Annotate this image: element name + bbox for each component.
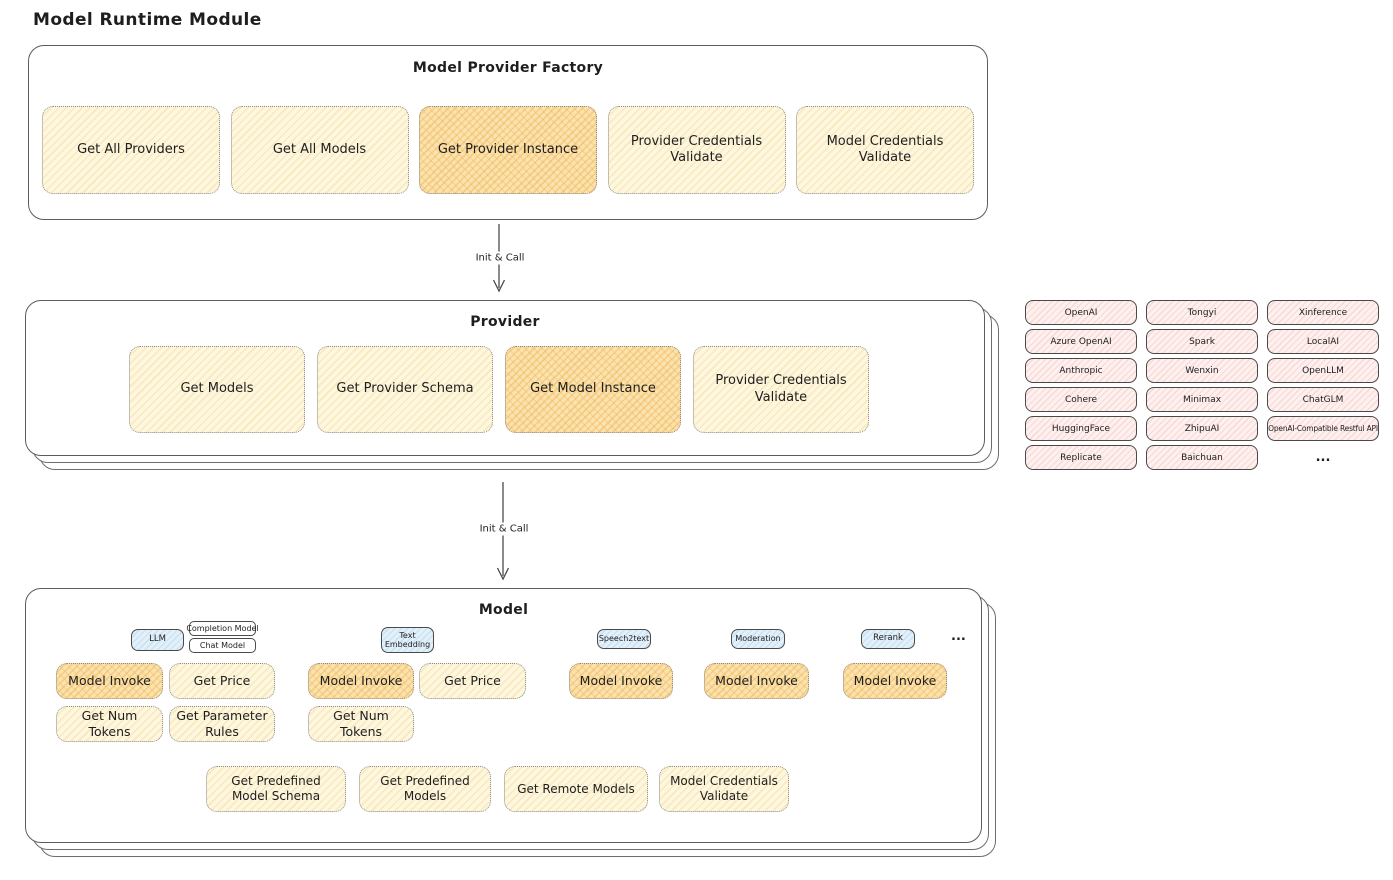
tab-text-embedding: Text Embedding [381,627,434,653]
llm-op-get-parameter-rules: Get Parameter Rules [169,706,275,742]
speech2text-op-model-invoke: Model Invoke [569,663,673,699]
tabs-more-ellipsis: ... [951,629,966,644]
op-get-provider-instance: Get Provider Instance [419,106,597,194]
embedding-op-get-num-tokens: Get Num Tokens [308,706,414,742]
vendor-openai: OpenAI [1025,300,1137,325]
tab-completion-model: Completion Model [186,621,259,636]
moderation-op-model-invoke: Model Invoke [704,663,809,699]
op-get-all-models: Get All Models [230,106,409,194]
vendor-spark: Spark [1146,329,1258,354]
model-stack: Model LLM Completion Model Chat Model Te… [25,588,996,857]
embedding-op-model-invoke: Model Invoke [308,663,414,699]
factory-ops-row: Get All Providers Get All Models Get Pro… [42,106,974,194]
tab-moderation: Moderation [731,629,785,649]
vendor-wenxin: Wenxin [1146,358,1258,383]
vendor-replicate: Replicate [1025,445,1137,470]
model-box: Model LLM Completion Model Chat Model Te… [25,588,982,843]
vendor-minimax: Minimax [1146,387,1258,412]
model-provider-factory-box: Model Provider Factory Get All Providers… [28,45,988,220]
arrow-label-init-call-1: Init & Call [470,251,530,265]
common-op-model-credentials-validate: Model Credentials Validate [659,766,789,812]
common-op-get-predefined-models: Get Predefined Models [359,766,491,812]
model-title: Model [478,602,529,618]
vendor-huggingface: HuggingFace [1025,416,1137,441]
vendor-openllm: OpenLLM [1267,358,1379,383]
vendor-anthropic: Anthropic [1025,358,1137,383]
factory-title: Model Provider Factory [412,60,604,76]
vendor-localai: LocalAI [1267,329,1379,354]
llm-op-get-num-tokens: Get Num Tokens [56,706,163,742]
vendor-xinference: Xinference [1267,300,1379,325]
vendor-more-ellipsis: ... [1315,450,1331,465]
vendor-chatglm: ChatGLM [1267,387,1379,412]
op-get-all-providers: Get All Providers [42,106,220,194]
vendor-cohere: Cohere [1025,387,1137,412]
vendor-baichuan: Baichuan [1146,445,1258,470]
provider-title: Provider [470,314,540,330]
tab-rerank: Rerank [861,629,915,649]
provider-ops-row: Get Models Get Provider Schema Get Model… [129,346,869,433]
op-model-credentials-validate: Model Credentials Validate [796,106,974,194]
llm-op-model-invoke: Model Invoke [56,663,163,699]
vendor-azure-openai: Azure OpenAI [1025,329,1137,354]
provider-box: Provider Get Models Get Provider Schema … [25,300,985,456]
op-provider-credentials-validate-2: Provider Credentials Validate [693,346,869,433]
rerank-op-model-invoke: Model Invoke [843,663,947,699]
llm-op-get-price: Get Price [169,663,275,699]
provider-stack: Provider Get Models Get Provider Schema … [25,300,999,470]
op-get-provider-schema: Get Provider Schema [317,346,493,433]
op-get-models: Get Models [129,346,305,433]
vendor-openai-compatible-restful-api: OpenAI-Compatible Restful API [1267,416,1379,441]
tab-chat-model: Chat Model [189,638,256,653]
op-get-model-instance: Get Model Instance [505,346,681,433]
common-op-get-predefined-model-schema: Get Predefined Model Schema [206,766,346,812]
op-provider-credentials-validate: Provider Credentials Validate [607,106,786,194]
tab-llm: LLM [131,629,184,651]
vendor-zhipuai: ZhipuAI [1146,416,1258,441]
common-op-get-remote-models: Get Remote Models [504,766,648,812]
embedding-op-get-price: Get Price [419,663,526,699]
arrow-label-init-call-2: Init & Call [474,522,534,536]
provider-vendor-grid: OpenAI Tongyi Xinference Azure OpenAI Sp… [1025,300,1379,470]
page-title: Model Runtime Module [33,10,262,30]
tab-speech2text: Speech2text [597,629,651,649]
vendor-tongyi: Tongyi [1146,300,1258,325]
